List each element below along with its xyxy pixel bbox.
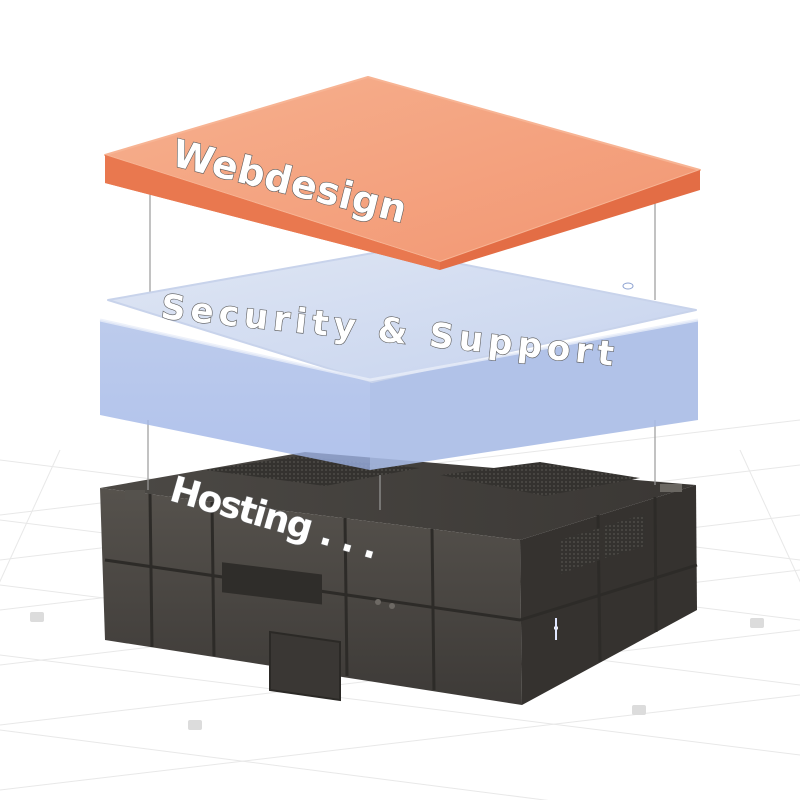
floor-markers <box>30 612 764 730</box>
connector-rods <box>147 190 656 510</box>
hosting-server-block <box>100 452 698 705</box>
webdesign-slab <box>104 76 701 270</box>
security-support-glass-block <box>99 249 699 470</box>
